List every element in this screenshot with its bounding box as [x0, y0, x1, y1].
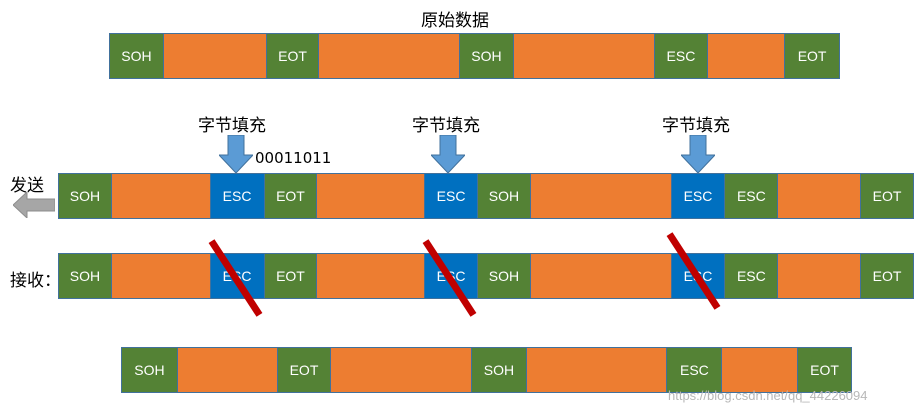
down-arrow-icon	[219, 135, 253, 173]
down-arrow-icon	[431, 135, 465, 173]
result-data-2	[331, 348, 473, 392]
result-eot-2: EOT	[798, 348, 851, 392]
received-soh-1: SOH	[59, 254, 112, 298]
original-data-4	[708, 34, 786, 78]
sent-data-1	[111, 174, 211, 218]
sent-stuffed-esc-3: ESC	[671, 174, 726, 218]
original-data-2	[319, 34, 461, 78]
received-frame: SOH ESC EOT ESC SOH ESC ESC EOT	[58, 253, 914, 299]
original-data-1	[163, 34, 267, 78]
stuffing-label-1: 字节填充	[198, 116, 266, 136]
send-label: 发送	[10, 176, 44, 196]
original-soh-1: SOH	[110, 34, 164, 78]
original-data-3	[513, 34, 655, 78]
sent-data-2	[317, 174, 426, 218]
original-data-frame: SOH EOT SOH ESC EOT	[109, 33, 840, 79]
result-esc: ESC	[667, 348, 723, 392]
stuffing-label-3: 字节填充	[662, 116, 730, 136]
result-data-3	[526, 348, 668, 392]
sent-eot-2: EOT	[861, 174, 913, 218]
receive-label: 接收：	[10, 271, 61, 291]
received-eot-2: EOT	[861, 254, 913, 298]
diagram-title: 原始数据	[421, 11, 489, 31]
received-data-3	[530, 254, 672, 298]
down-arrow-icon	[681, 135, 715, 173]
stuffing-label-2: 字节填充	[412, 116, 480, 136]
received-data-2	[317, 254, 426, 298]
original-soh-2: SOH	[460, 34, 514, 78]
sent-stuffed-esc-1: ESC	[210, 174, 265, 218]
result-data-4	[722, 348, 799, 392]
sent-eot-1: EOT	[264, 174, 318, 218]
sent-esc: ESC	[725, 174, 779, 218]
result-eot-1: EOT	[277, 348, 332, 392]
sent-data-3	[530, 174, 672, 218]
sent-frame: SOH ESC EOT ESC SOH ESC ESC EOT	[58, 173, 914, 219]
result-soh-1: SOH	[122, 348, 178, 392]
esc-code-label: 00011011	[255, 149, 332, 167]
result-data-1	[177, 348, 278, 392]
received-data-1	[111, 254, 211, 298]
watermark: https://blog.csdn.net/qq_44226094	[668, 388, 868, 403]
sent-soh-2: SOH	[478, 174, 531, 218]
received-eot-1: EOT	[264, 254, 318, 298]
result-frame: SOH EOT SOH ESC EOT	[121, 347, 852, 393]
sent-data-4	[778, 174, 862, 218]
sent-stuffed-esc-2: ESC	[425, 174, 479, 218]
received-data-4	[778, 254, 862, 298]
received-soh-2: SOH	[478, 254, 531, 298]
original-esc: ESC	[654, 34, 709, 78]
sent-soh-1: SOH	[59, 174, 112, 218]
left-arrow-icon	[13, 192, 55, 218]
original-eot-1: EOT	[266, 34, 320, 78]
original-eot-2: EOT	[785, 34, 840, 78]
result-soh-2: SOH	[472, 348, 527, 392]
received-esc: ESC	[725, 254, 779, 298]
